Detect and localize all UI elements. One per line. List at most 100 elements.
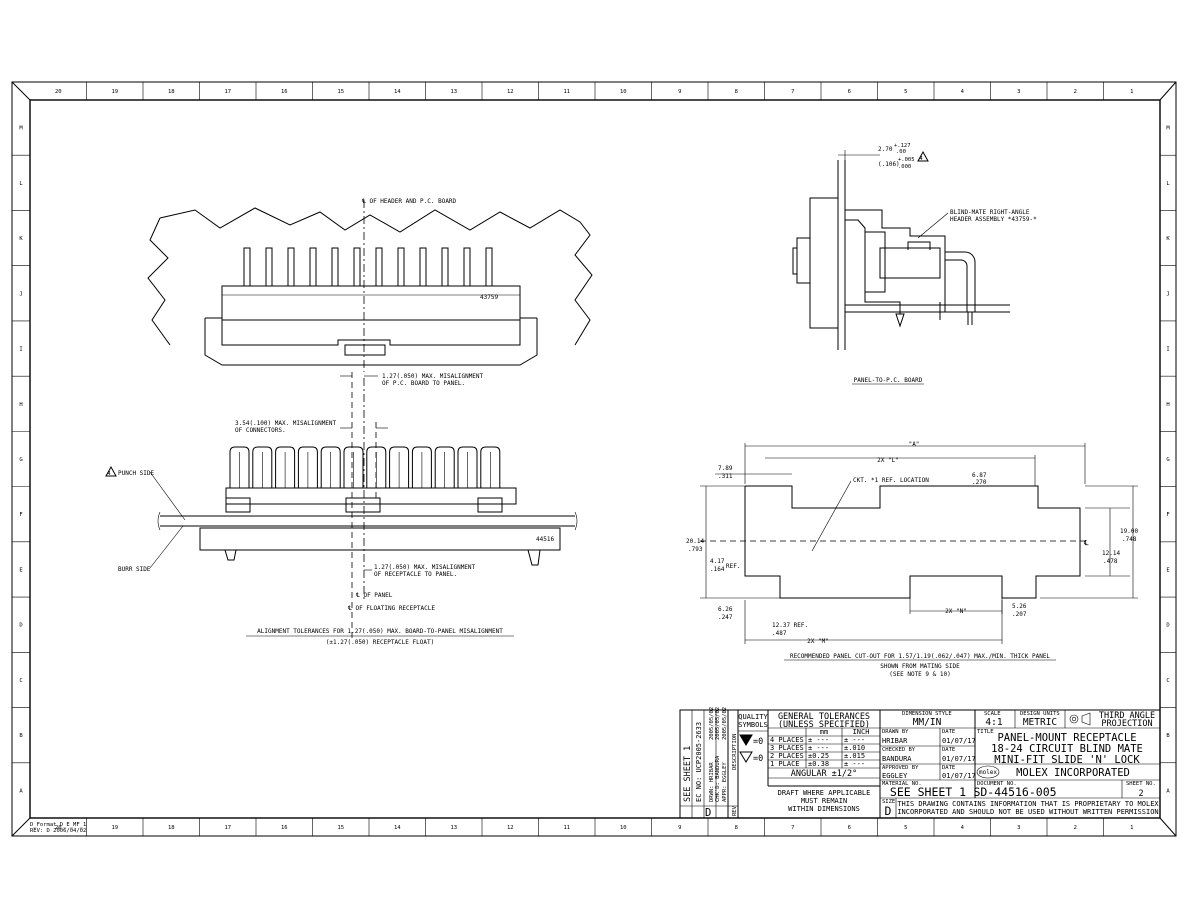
header-pin: [265, 247, 273, 287]
zone-right-label: L: [1166, 181, 1170, 187]
receptacle-latch: [252, 446, 273, 488]
quality-title-1: QUALITY: [738, 713, 768, 721]
tol-row-inch: ±.010: [844, 744, 865, 752]
tol-row-label: 2 PLACES: [770, 752, 804, 760]
view-panel-cutout: "A" 2X "L" 7.89 .311 6.87 .270 CKT. *1 R…: [686, 441, 1138, 678]
zone-top-label: 4: [961, 89, 965, 95]
size-value: D: [885, 804, 892, 818]
design-units-label: DESIGN UNITS: [1020, 711, 1060, 717]
zone-bottom-label: 9: [678, 825, 681, 831]
cutout-caption-2: SHOWN FROM MATING SIDE: [880, 663, 960, 670]
tol-angular: ANGULAR ±1/2°: [791, 769, 858, 779]
drawn-date-value: 01/07/17: [942, 737, 976, 745]
format-label-2: REV: D 2006/04/02: [30, 828, 86, 834]
drawing-info: DIMENSION STYLE MM/IN SCALE 4:1 DESIGN U…: [880, 710, 1160, 818]
cl-floating-label: ℄ OF FLOATING RECEPTACLE: [347, 605, 435, 612]
dim-207: .207: [1012, 611, 1027, 618]
dim-A: "A": [909, 441, 920, 448]
drawn-date-label: DATE: [942, 729, 955, 735]
dim-487: .487: [772, 630, 787, 637]
cutout-caption-1: RECOMMENDED PANEL CUT-OUT FOR 1.57/1.19(…: [790, 653, 1050, 660]
revision-block: SEE SHEET 1 EC NO: UCP2005-2633 DRWN: HR…: [680, 707, 739, 819]
zone-top-label: 13: [450, 89, 457, 95]
burr-side-label: BURR SIDE: [118, 566, 151, 573]
ckt1-ref-label: CKT. *1 REF. LOCATION: [853, 477, 929, 484]
view-panel-to-pcb: 2.70 +.127 .00 (.106) +.005 .000 4 BLIND…: [792, 143, 1037, 385]
recept-misalign-line1: 1.27(.050) MAX. MISALIGNMENT: [374, 564, 476, 571]
title-line3: MINI-FIT SLIDE 'N' LOCK: [994, 754, 1140, 766]
quality-symbol-filled-icon: [739, 734, 753, 746]
quality-symbols: QUALITY SYMBOLS =0 =0: [738, 710, 769, 786]
drawn-by-value: HRIBAR: [882, 737, 908, 745]
dim-6-26: 6.26: [718, 606, 733, 613]
dim-5-26: 5.26: [1012, 603, 1027, 610]
zone-top-label: 19: [111, 89, 118, 95]
dim-478: .478: [1103, 558, 1118, 565]
header-pin: [375, 247, 383, 287]
zone-bottom-label: 6: [848, 825, 851, 831]
tol-row-mm: ±0.25: [808, 752, 829, 760]
tol-row-label: 4 PLACES: [770, 736, 804, 744]
header-pin: [397, 247, 405, 287]
zone-top-label: 17: [224, 89, 231, 95]
general-tolerances: GENERAL TOLERANCES (UNLESS SPECIFIED) mm…: [768, 710, 881, 818]
rev-drawn-date: 2005/05/02: [709, 707, 715, 740]
header-pin: [441, 247, 449, 287]
receptacle-latches: [229, 446, 501, 488]
tol-row-mm: ± ---: [808, 736, 829, 744]
alignment-caption-2: (±1.27(.050) RECEPTACLE FLOAT): [326, 639, 434, 646]
receptacle-latch: [411, 446, 432, 488]
zone-top-label: 5: [904, 89, 907, 95]
zone-bottom-label: 7: [791, 825, 794, 831]
zone-bottom-label: 4: [961, 825, 965, 831]
zone-top-label: 12: [507, 89, 514, 95]
design-units-value: METRIC: [1023, 717, 1057, 728]
tol-row-label: 3 PLACES: [770, 744, 804, 752]
checked-by-label: CHECKED BY: [882, 747, 916, 753]
cutout-centerline-mark: ℄: [1083, 539, 1089, 547]
dim-748: .748: [1122, 536, 1137, 543]
zone-right-label: E: [1166, 567, 1169, 573]
cutout-caption-3: (SEE NOTE 9 & 10): [889, 671, 950, 678]
dim-style-value: MM/IN: [913, 717, 942, 728]
zone-top-label: 15: [337, 89, 344, 95]
receptacle-latch: [343, 446, 364, 488]
zone-top-label: 3: [1017, 89, 1020, 95]
tol-draft-3: WITHIN DIMENSIONS: [788, 805, 860, 813]
checked-date-value: 01/07/17: [942, 755, 976, 763]
zone-left-label: J: [19, 291, 22, 297]
dim-panel-in-tol-minus: .000: [898, 164, 911, 170]
zone-left-label: D: [19, 623, 22, 629]
dim-12-14: 12.14: [1102, 550, 1120, 557]
view-header-pcb: 43759 ℄ OF HEADER AND P.C. BOARD: [147, 198, 593, 372]
molex-logo-text: molex: [979, 769, 997, 776]
scale-value: 4:1: [985, 717, 1002, 728]
title-block: SEE SHEET 1 EC NO: UCP2005-2633 DRWN: HR…: [679, 707, 1161, 819]
zone-bottom-label: 2: [1074, 825, 1077, 831]
rev-description-label: DESCRIPTION: [732, 734, 738, 770]
zone-top-label: 2: [1074, 89, 1077, 95]
punch-flag-number: 4: [107, 471, 111, 477]
header-pin: [331, 247, 339, 287]
dim-793: .793: [688, 546, 703, 553]
header-assembly-line1: BLIND-MATE RIGHT-ANGLE: [950, 209, 1030, 216]
company-name: MOLEX INCORPORATED: [1016, 767, 1130, 779]
quality-symbol-2-value: =0: [753, 754, 763, 764]
dim-style-label: DIMENSION STYLE: [902, 711, 952, 717]
tol-draft-2: MUST REMAIN: [801, 797, 847, 805]
dim-panel-tol-plus: +.127: [894, 143, 911, 149]
dim-panel-thickness: 2.70: [878, 146, 893, 153]
zone-bottom-label: 11: [563, 825, 570, 831]
zone-left-label: A: [19, 788, 23, 794]
zone-bottom-label: 5: [904, 825, 907, 831]
zone-right-label: K: [1166, 236, 1170, 242]
zone-top-label: 7: [791, 89, 794, 95]
dim-19-00: 19.00: [1120, 528, 1138, 535]
header-pin: [309, 247, 317, 287]
tol-row-mm: ±0.38: [808, 760, 829, 768]
title-line2: 18-24 CIRCUIT BLIND MATE: [991, 743, 1143, 755]
header-pin: [463, 247, 471, 287]
scale-label: SCALE: [984, 711, 1001, 717]
